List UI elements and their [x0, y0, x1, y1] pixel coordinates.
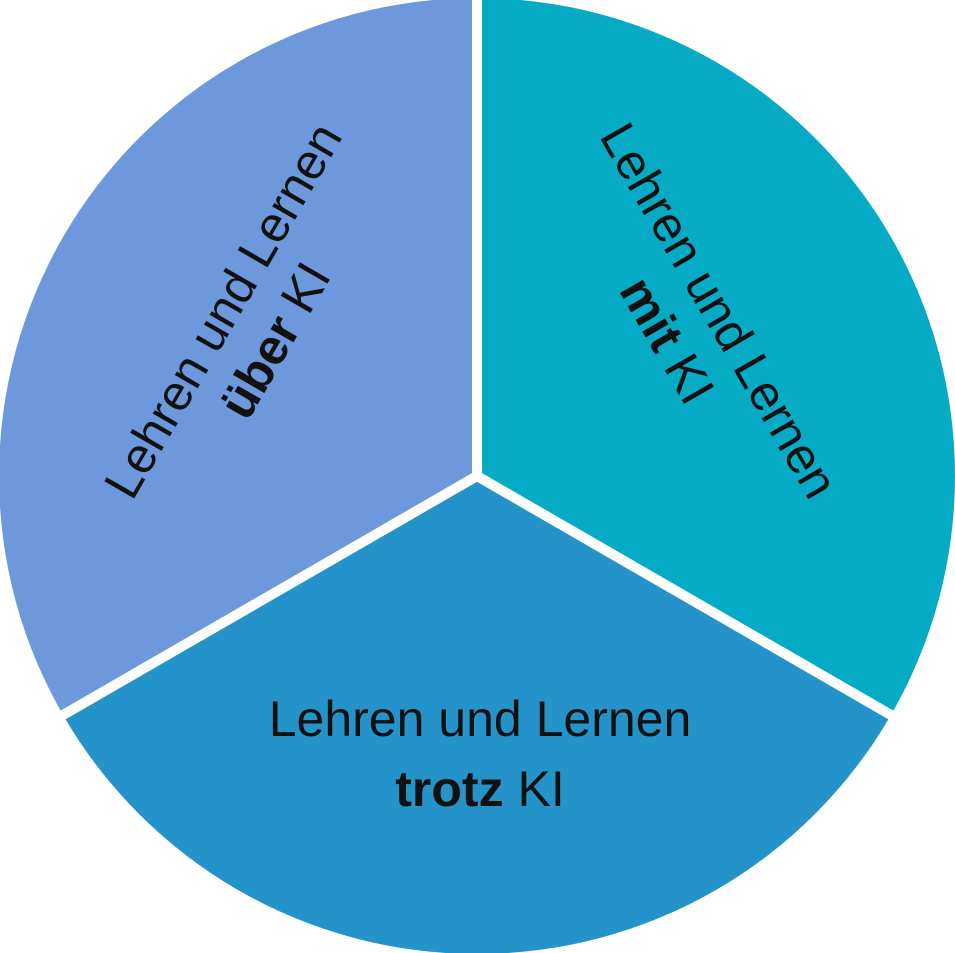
divider-right — [474, 471, 896, 721]
segment-dividers — [58, 0, 896, 721]
segment-trotz-ki — [63, 476, 891, 953]
label-trotz-suffix: KI — [504, 761, 565, 817]
label-trotz-ki: Lehren und Lernen trotz KI — [269, 691, 692, 817]
label-trotz-line2: trotz KI — [395, 761, 564, 817]
label-trotz-keyword: trotz — [395, 761, 503, 817]
label-trotz-line1: Lehren und Lernen — [269, 691, 692, 747]
divider-left — [58, 471, 480, 721]
segment-ueber-ki — [0, 0, 477, 715]
segment-mit-ki — [477, 0, 955, 715]
